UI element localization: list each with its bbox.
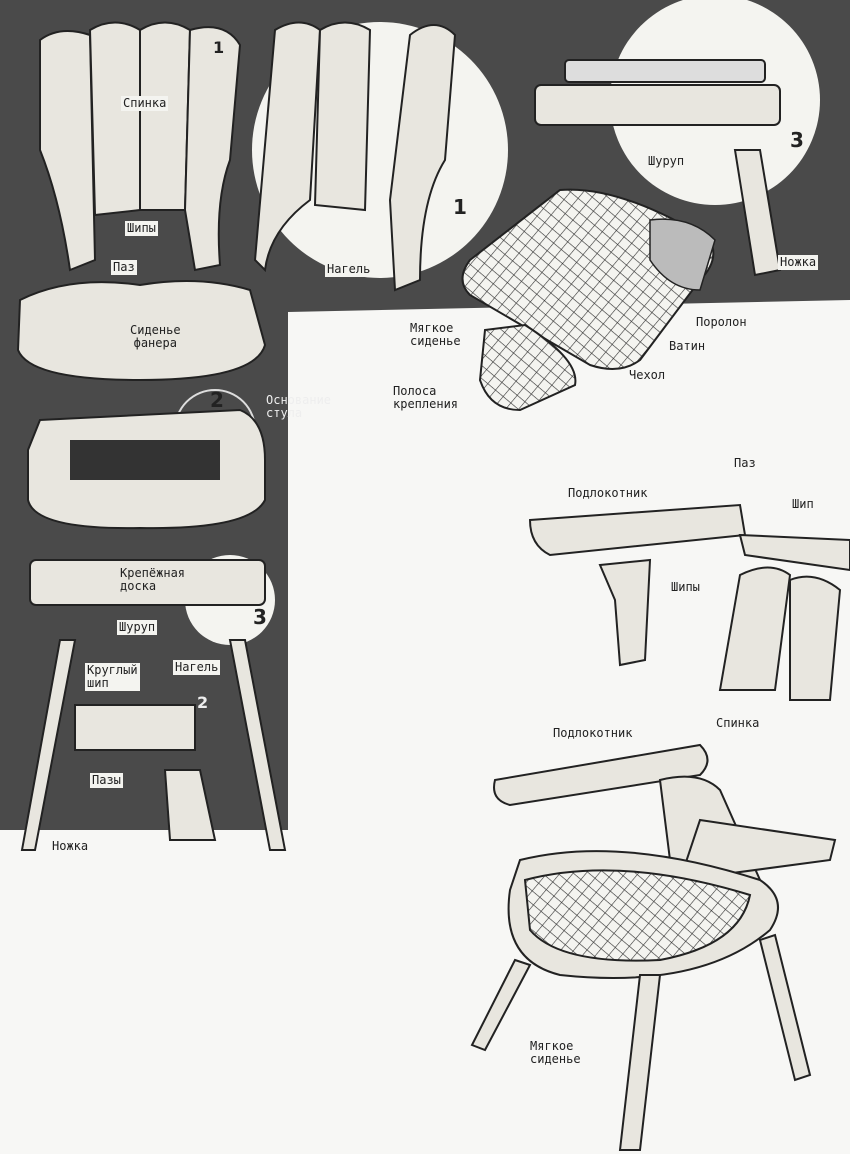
- label-armrest-bottom: Подлокотник: [553, 726, 633, 740]
- label-screw-top: Шуруп: [648, 154, 685, 168]
- label-armrest-top: Подлокотник: [568, 486, 648, 500]
- leg-detail: [733, 149, 782, 277]
- label-soft-seat-bottom: Мягкое сиденье: [530, 1039, 581, 1066]
- back-slats-detail: [253, 21, 457, 292]
- label-tenon-arm: Шип: [792, 497, 814, 511]
- label-fastening-strip: Полоса крепления: [393, 384, 459, 411]
- label-chair-base: Основание стула: [266, 393, 332, 420]
- label-tenons-back: Шипы: [125, 221, 158, 236]
- label-grooves: Пазы: [90, 773, 123, 788]
- label-back-right: Спинка: [716, 716, 760, 730]
- callout-1b: 1: [453, 195, 467, 219]
- groove-block: [74, 704, 196, 751]
- label-round-tenon: Круглый шип: [85, 663, 140, 691]
- label-seat-plywood: Сиденье фанера: [130, 323, 181, 350]
- label-tenons-arm: Шипы: [671, 580, 700, 594]
- label-groove-seat: Паз: [111, 260, 137, 275]
- label-dowel-top: Нагель: [325, 262, 373, 277]
- armrest-detail: [534, 84, 781, 126]
- callout-2a: 2: [210, 388, 224, 412]
- seat-plywood: [16, 280, 267, 382]
- label-dowel-mid: Нагель: [173, 660, 221, 675]
- armrest-exploded: [528, 503, 850, 701]
- callout-2b: 2: [197, 693, 209, 712]
- back-slats: [39, 21, 242, 272]
- label-soft-seat-top: Мягкое сиденье: [410, 321, 461, 348]
- label-cover: Чехол: [629, 368, 666, 382]
- soft-seat-exploded: [461, 188, 716, 412]
- label-foam: Поролон: [696, 315, 747, 329]
- callout-3a: 3: [790, 128, 804, 152]
- label-leg-bottom: Ножка: [52, 839, 89, 853]
- callout-3b: 3: [253, 605, 267, 629]
- legs: [20, 639, 287, 851]
- label-batting: Ватин: [669, 339, 706, 353]
- assembled-chair: [470, 743, 837, 1151]
- mounting-board: [29, 559, 266, 606]
- label-mounting-board: Крепёжная доска: [120, 566, 186, 593]
- label-back: Спинка: [121, 96, 169, 111]
- callout-1a: 1: [213, 38, 225, 57]
- label-screw-mid: Шуруп: [117, 620, 158, 635]
- label-groove-arm: Паз: [734, 456, 756, 470]
- label-leg-top: Ножка: [778, 255, 819, 270]
